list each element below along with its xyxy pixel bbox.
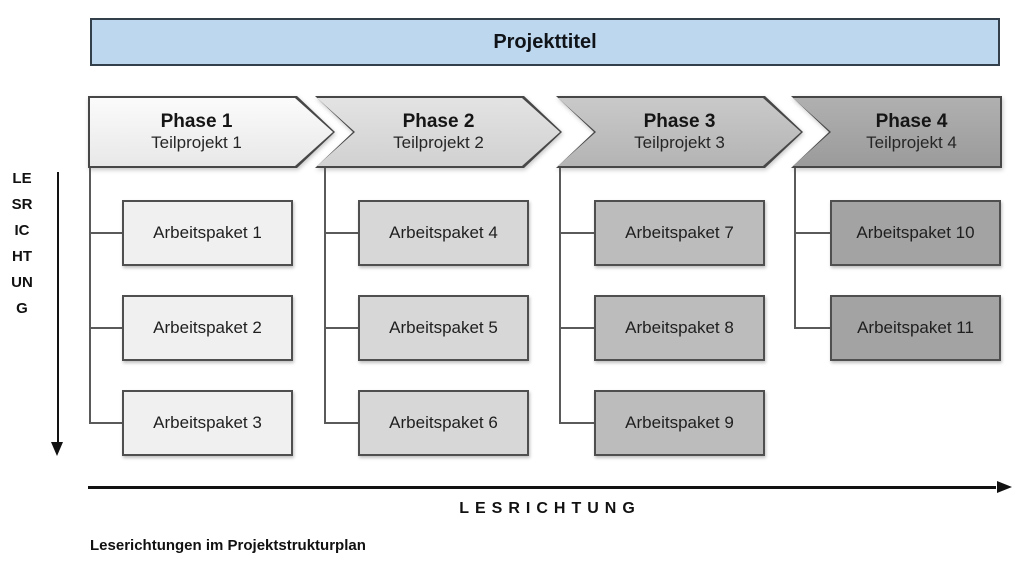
work-package-box-4: Arbeitspaket 4 <box>358 200 529 266</box>
work-package-box-9: Arbeitspaket 9 <box>594 390 765 456</box>
reading-direction-right-arrow <box>88 481 1012 494</box>
work-package-box-11: Arbeitspaket 11 <box>830 295 1001 361</box>
connector-stub <box>559 422 594 424</box>
project-title: Projekttitel <box>493 30 597 53</box>
work-package-box-3: Arbeitspaket 3 <box>122 390 293 456</box>
connector-stub <box>324 327 358 329</box>
project-title-banner: Projekttitel <box>90 18 1000 66</box>
phase-name: Phase 3 <box>643 111 716 133</box>
connector-line-phase3 <box>559 168 561 423</box>
phase-arrow-1-text: Phase 1 Teilprojekt 1 <box>88 96 335 168</box>
phase-arrow-4-text: Phase 4 Teilprojekt 4 <box>791 96 1002 168</box>
phase-arrow-2-fill <box>317 98 560 166</box>
connector-stub <box>89 232 122 234</box>
vertical-reading-direction-label: LESRICHTUNG <box>11 170 33 317</box>
phase-arrow-3: Phase 3 Teilprojekt 3 <box>556 96 803 168</box>
right-arrow-head-icon <box>997 481 1012 493</box>
phase-arrow-1-fill <box>90 98 333 166</box>
work-package-box-6: Arbeitspaket 6 <box>358 390 529 456</box>
connector-stub <box>324 422 358 424</box>
connector-stub <box>794 327 830 329</box>
phase-name: Phase 4 <box>875 111 948 133</box>
diagram-caption: Leserichtungen im Projektstrukturplan <box>90 537 366 554</box>
connector-line-phase4 <box>794 168 796 328</box>
work-package-box-5: Arbeitspaket 5 <box>358 295 529 361</box>
phase-arrow-4: Phase 4 Teilprojekt 4 <box>791 96 1002 168</box>
connector-stub <box>794 232 830 234</box>
work-package-box-2: Arbeitspaket 2 <box>122 295 293 361</box>
work-package-box-8: Arbeitspaket 8 <box>594 295 765 361</box>
phase-subtitle: Teilprojekt 4 <box>866 133 957 153</box>
phase-arrow-2-text: Phase 2 Teilprojekt 2 <box>315 96 562 168</box>
work-package-box-7: Arbeitspaket 7 <box>594 200 765 266</box>
connector-stub <box>89 422 122 424</box>
phase-arrow-1: Phase 1 Teilprojekt 1 <box>88 96 335 168</box>
connector-stub <box>89 327 122 329</box>
reading-direction-down-arrow <box>51 172 64 456</box>
horizontal-reading-direction-label: LESRICHTUNG <box>459 500 641 517</box>
phase-name: Phase 2 <box>402 111 475 133</box>
connector-stub <box>559 232 594 234</box>
phase-subtitle: Teilprojekt 2 <box>393 133 484 153</box>
right-arrow-shaft <box>88 486 996 489</box>
connector-line-phase1 <box>89 168 91 423</box>
work-package-box-1: Arbeitspaket 1 <box>122 200 293 266</box>
work-package-box-10: Arbeitspaket 10 <box>830 200 1001 266</box>
down-arrow-shaft <box>56 172 59 443</box>
connector-line-phase2 <box>324 168 326 423</box>
connector-stub <box>559 327 594 329</box>
phase-arrow-2: Phase 2 Teilprojekt 2 <box>315 96 562 168</box>
phase-name: Phase 1 <box>160 111 233 133</box>
down-arrow-head-icon <box>51 442 63 456</box>
phase-arrow-3-text: Phase 3 Teilprojekt 3 <box>556 96 803 168</box>
phase-subtitle: Teilprojekt 1 <box>151 133 242 153</box>
connector-stub <box>324 232 358 234</box>
phase-arrow-3-fill <box>558 98 801 166</box>
phase-subtitle: Teilprojekt 3 <box>634 133 725 153</box>
